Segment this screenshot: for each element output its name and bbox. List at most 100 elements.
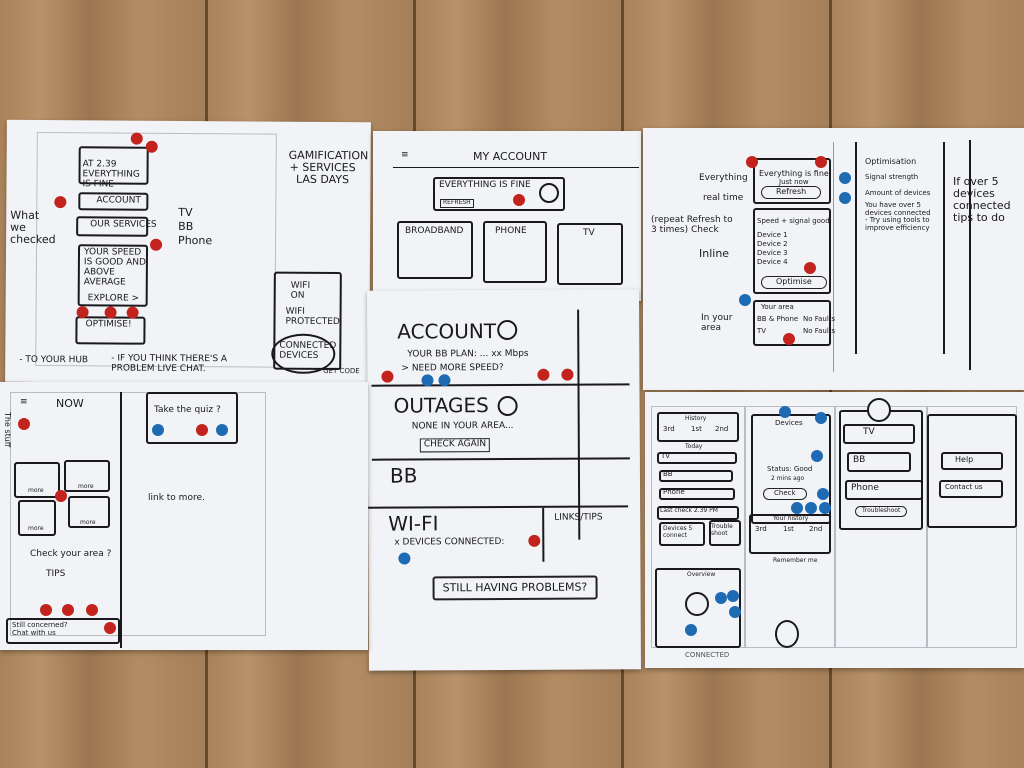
- annotation-what-checked: What we checked: [10, 208, 56, 247]
- sticker-blue: [715, 592, 727, 604]
- sketch-sheet-my-account: ≡ MY ACCOUNT EVERYTHING IS FINE REFRESH …: [373, 131, 641, 301]
- check-icon: [497, 319, 518, 341]
- chat-card[interactable]: [6, 618, 120, 644]
- device-row: Device 1: [757, 231, 788, 239]
- help-icon[interactable]: [775, 620, 799, 648]
- check-again-button[interactable]: CHECK AGAIN: [419, 438, 491, 453]
- wifi-on-text: WIFI ON: [290, 280, 311, 301]
- broadband-label: BROADBAND: [405, 226, 464, 236]
- devices-connected-text: x DEVICES CONNECTED:: [394, 536, 505, 548]
- service-tv[interactable]: [843, 424, 915, 444]
- sketch-sheet-now: ≡ NOW The stuff more more more more link…: [0, 382, 368, 650]
- row-label: Phone: [663, 488, 685, 496]
- explore-link[interactable]: EXPLORE >: [87, 293, 140, 304]
- service-label: TV: [863, 427, 875, 437]
- optimisation-title: Optimisation: [865, 157, 917, 166]
- tv-card[interactable]: [557, 223, 623, 285]
- row-bb[interactable]: [659, 470, 733, 482]
- optimise-button[interactable]: Optimise: [761, 276, 827, 289]
- sticker-red: [104, 622, 116, 634]
- sticker-red: [55, 490, 67, 502]
- sticker-red: [815, 156, 827, 168]
- home-hub-icon: [685, 592, 709, 616]
- sketch-sheet-status: ACCOUNT YOUR BB PLAN: ... xx Mbps > NEED…: [367, 289, 641, 671]
- chat-text: Still concerned? Chat with us: [12, 621, 68, 637]
- day-label: 2nd: [809, 525, 823, 533]
- service-phone[interactable]: [845, 480, 923, 500]
- sketch-sheet-devices: History 3rd 1st 2nd Today TV BB Phone La…: [645, 392, 1024, 668]
- tile-more: more: [28, 487, 44, 494]
- help-panel: [927, 414, 1017, 528]
- tile[interactable]: [14, 462, 60, 498]
- devices-title: Devices: [775, 419, 803, 427]
- page-title: NOW: [56, 397, 84, 410]
- services-label: OUR SERVICES: [90, 219, 157, 230]
- get-code-text: GET CODE: [323, 366, 360, 376]
- refresh-button[interactable]: REFRESH: [440, 199, 474, 208]
- day-label: 3rd: [663, 425, 675, 433]
- help-button[interactable]: [941, 452, 1003, 470]
- sketch-sheet-home: AT 2.39 EVERYTHING IS FINE ACCOUNT OUR S…: [5, 119, 371, 385]
- history-title: History: [685, 415, 707, 422]
- day-label: 1st: [691, 425, 702, 433]
- day-label: 1st: [783, 525, 794, 533]
- sticker-blue: [398, 552, 411, 565]
- wifi-heading: WI-FI: [388, 511, 439, 536]
- hub-note: - TO YOUR HUB: [19, 354, 89, 366]
- tile[interactable]: [64, 460, 110, 492]
- phone-card[interactable]: [483, 221, 547, 283]
- phone-label: PHONE: [495, 226, 527, 236]
- check-button[interactable]: Check: [763, 488, 807, 500]
- need-speed-link[interactable]: > NEED MORE SPEED?: [401, 363, 504, 374]
- sketch-sheet-realtime: Everything real time (repeat Refresh to …: [643, 128, 1024, 390]
- remember-text: Remember me: [773, 557, 818, 564]
- history-card: [657, 412, 739, 442]
- time-text: Just now: [779, 178, 809, 186]
- device-row: Device 2: [757, 240, 788, 248]
- sticker-blue: [727, 590, 739, 602]
- row-label: TV: [661, 452, 671, 460]
- check-icon: [497, 395, 518, 417]
- row-label: BB: [663, 470, 673, 478]
- no-faults-text: No Faults: [803, 315, 836, 323]
- outages-heading: OUTAGES: [393, 393, 489, 418]
- quiz-card[interactable]: [146, 392, 238, 444]
- broadband-card[interactable]: [397, 221, 473, 279]
- devices-button[interactable]: [659, 522, 705, 546]
- row-phone[interactable]: [659, 488, 735, 500]
- annotation-link: link to more.: [148, 493, 205, 503]
- menu-icon[interactable]: ≡: [401, 150, 409, 160]
- service-bb[interactable]: [847, 452, 911, 472]
- row-tv[interactable]: [657, 452, 737, 464]
- still-having-problems-button[interactable]: STILL HAVING PROBLEMS?: [432, 575, 598, 601]
- speed-text: Speed + signal good: [757, 217, 830, 225]
- devices-panel: [751, 414, 831, 524]
- status-text: EVERYTHING IS FINE: [439, 180, 531, 190]
- contact-button[interactable]: [939, 480, 1003, 498]
- home-icon: [867, 398, 891, 422]
- troubleshoot-button[interactable]: Troubleshoot: [855, 506, 908, 517]
- account-heading: ACCOUNT: [397, 319, 497, 344]
- sticker-red: [804, 262, 816, 274]
- refresh-button[interactable]: Refresh: [761, 186, 822, 199]
- tile-more: more: [80, 519, 96, 526]
- troubleshoot-button[interactable]: [709, 520, 741, 546]
- last-check: [657, 506, 739, 520]
- tile[interactable]: [68, 496, 110, 528]
- sticker-blue: [811, 450, 823, 462]
- check-area-link[interactable]: Check your area ?: [30, 549, 112, 559]
- devices-card: [753, 208, 831, 294]
- sticker-red: [528, 534, 541, 547]
- sticker-blue: [729, 606, 741, 618]
- tile-more: more: [78, 483, 94, 490]
- annotation: real time: [703, 193, 744, 203]
- tile[interactable]: [18, 500, 56, 536]
- sticker-red: [513, 194, 525, 206]
- service-bb: BB: [178, 219, 194, 234]
- menu-icon[interactable]: ≡: [20, 397, 28, 407]
- bb-plan-text: YOUR BB PLAN: ... xx Mbps: [407, 348, 529, 360]
- history-panel: [749, 514, 831, 554]
- sticker-blue: [438, 374, 451, 387]
- account-label: ACCOUNT: [96, 195, 141, 206]
- sticker-blue: [216, 424, 228, 436]
